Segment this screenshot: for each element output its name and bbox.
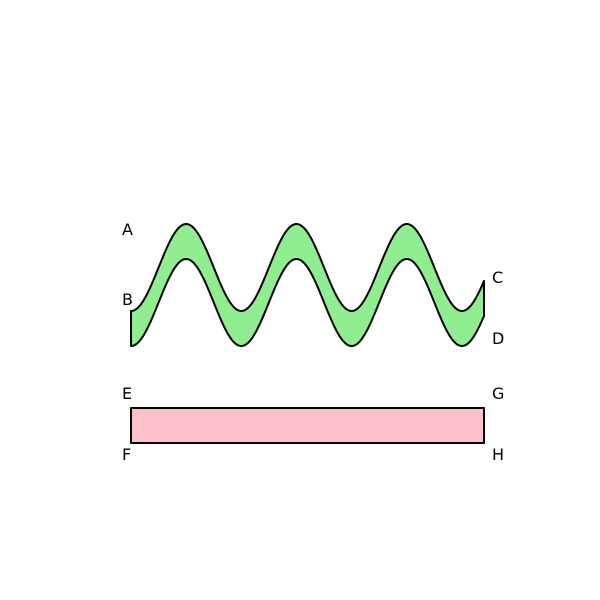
label-f: F — [122, 445, 131, 464]
label-b: B — [122, 290, 133, 309]
label-c: C — [492, 268, 503, 287]
rectangle-efgh — [130, 407, 485, 444]
wave-band — [130, 223, 485, 347]
label-e: E — [122, 384, 132, 403]
label-g: G — [492, 384, 504, 403]
label-h: H — [492, 445, 504, 464]
label-d: D — [492, 329, 504, 348]
label-a: A — [122, 220, 133, 239]
